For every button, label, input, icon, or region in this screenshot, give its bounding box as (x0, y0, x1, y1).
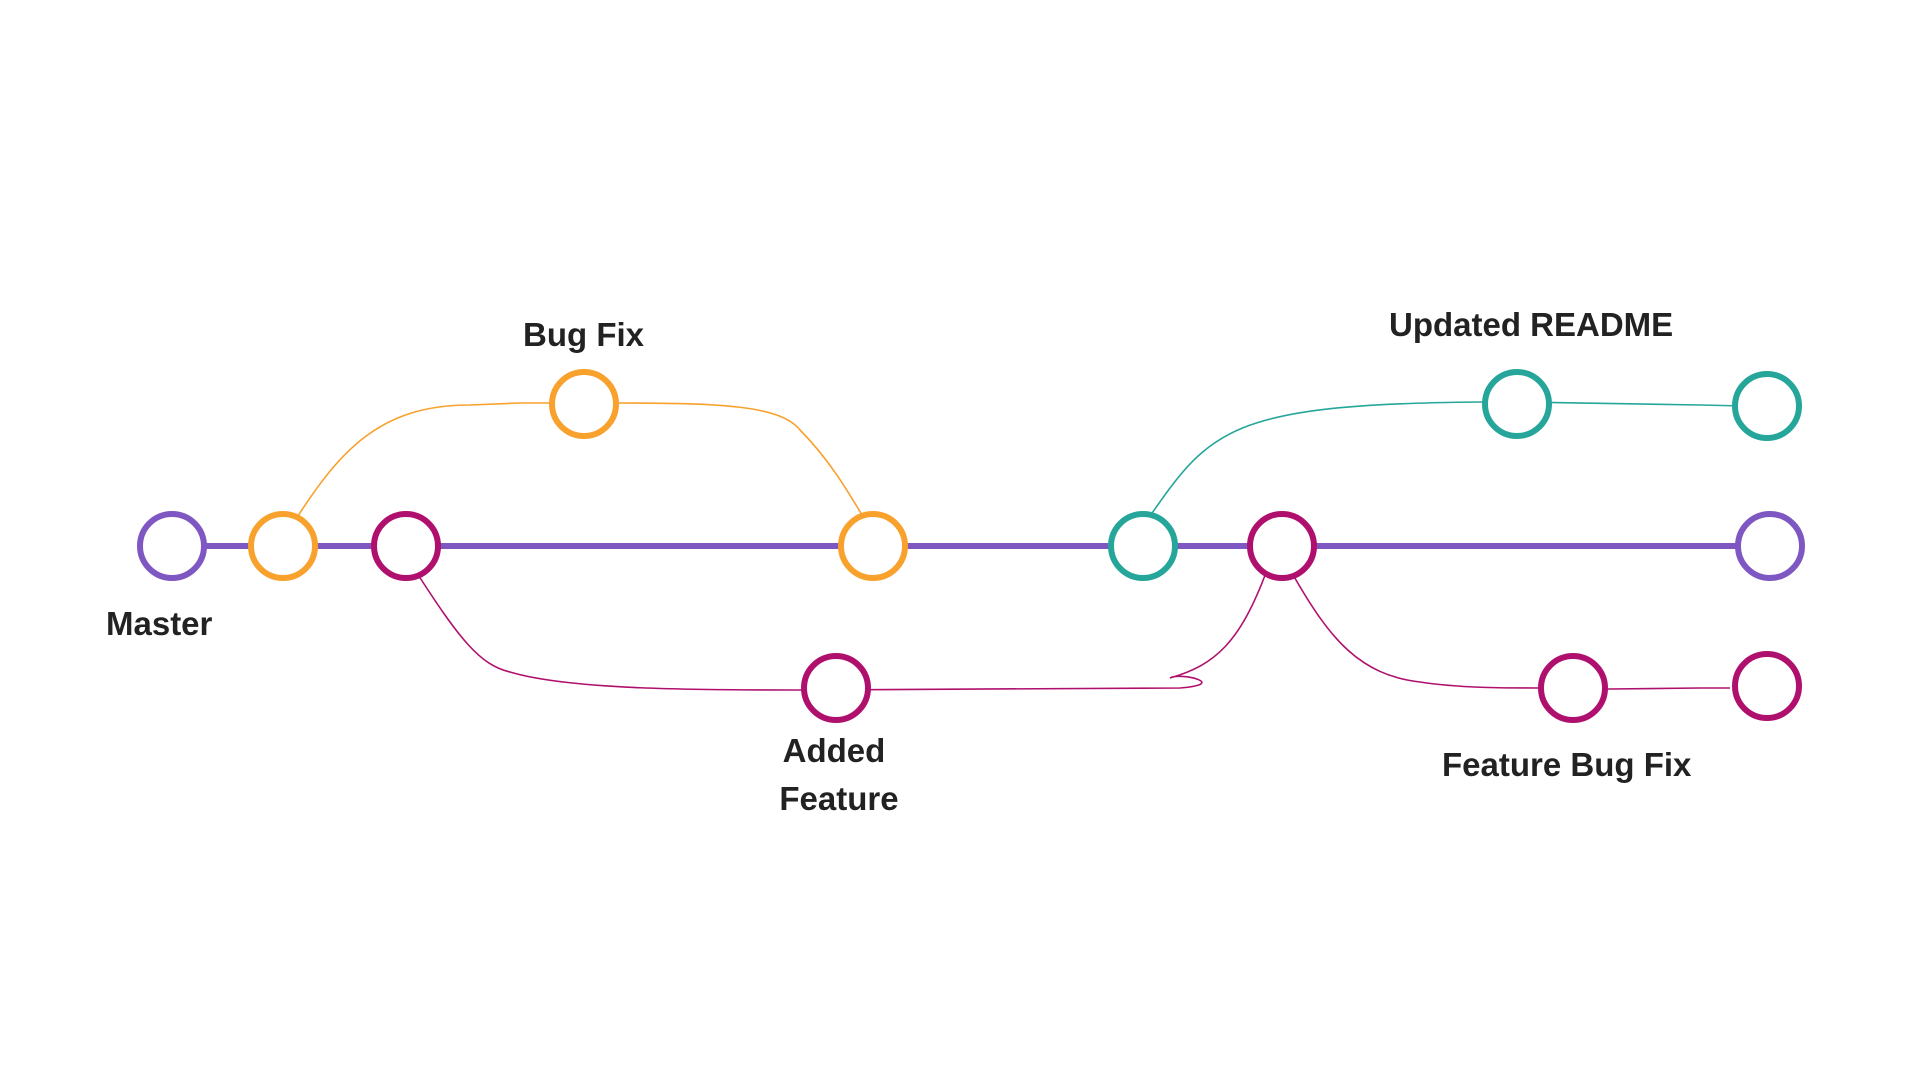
master-head-node[interactable] (1735, 511, 1805, 581)
label-bug-fix: Bug Fix (523, 316, 645, 353)
label-feature-bug-fix: Feature Bug Fix (1442, 746, 1692, 783)
readme-head-node[interactable] (1732, 371, 1802, 441)
bugfix-merge-node[interactable] (838, 511, 908, 581)
feature-branch-point-node[interactable] (371, 511, 441, 581)
master-start-commit-node[interactable] (137, 511, 207, 581)
readme-branch-line (1149, 401, 1746, 517)
feature-bugfix-commit-node[interactable] (1538, 653, 1608, 723)
readme-commit-node[interactable] (1482, 369, 1552, 439)
bugfix-branch-point-node[interactable] (248, 511, 318, 581)
feature-branch-line (414, 569, 1268, 691)
label-updated-readme: Updated README (1389, 306, 1673, 343)
label-added-feature-line1: Added (783, 732, 886, 769)
feature-merge-node[interactable] (1247, 511, 1317, 581)
label-added-feature-line2: Feature (779, 780, 898, 817)
feature-bugfix-branch-line (1291, 572, 1730, 690)
feature-bugfix-head-node[interactable] (1732, 651, 1802, 721)
label-master: Master (106, 605, 213, 642)
feature-commit-node[interactable] (801, 653, 871, 723)
readme-branch-point-node[interactable] (1108, 511, 1178, 581)
bugfix-commit-node[interactable] (549, 369, 619, 439)
